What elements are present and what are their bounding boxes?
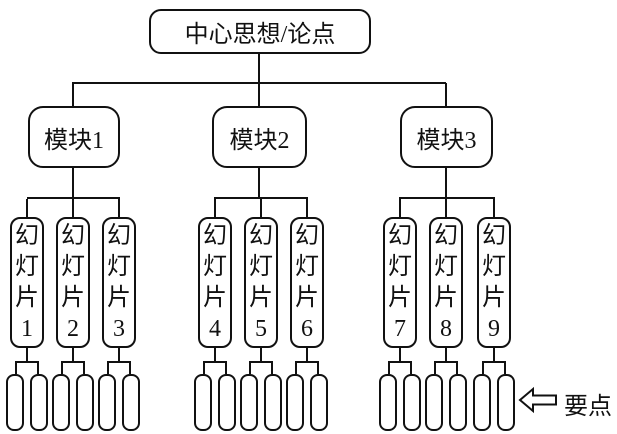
connector-slide3-tee (107, 361, 131, 363)
connector-slide8-tee (434, 361, 458, 363)
connector-slide9-keypoints (493, 348, 495, 361)
connector-slide2-tee (61, 361, 85, 363)
connector-module1-down (72, 168, 74, 198)
connector-slide2-bar1-drop (61, 363, 63, 374)
connector-slide6-tee (295, 361, 319, 363)
slide-node-1: 幻灯片1 (10, 217, 44, 348)
connector-slide1-bar1-drop (15, 363, 17, 374)
connector-module3-down (445, 168, 447, 198)
keypoint-bar (98, 374, 116, 431)
connector-slide4-bar2-drop (225, 363, 227, 374)
connector-slide7-drop (399, 199, 401, 217)
connector-slide4-tee (203, 361, 227, 363)
legend-label: 要点 (564, 394, 612, 420)
connector-slide8-bar2-drop (456, 363, 458, 374)
left-block-arrow-icon (518, 386, 557, 414)
module-node-1-label: 模块1 (44, 127, 104, 154)
module-node-1: 模块1 (28, 106, 120, 168)
connector-slide9-bar1-drop (482, 363, 484, 374)
connector-slide2-keypoints (72, 348, 74, 361)
connector-slide7-keypoints (399, 348, 401, 361)
slide-node-3: 幻灯片3 (102, 217, 136, 348)
keypoint-bar (240, 374, 258, 431)
connector-slide8-drop (445, 199, 447, 217)
connector-slide9-tee (482, 361, 506, 363)
connector-slide8-keypoints (445, 348, 447, 361)
connector-modules-bus (72, 82, 446, 84)
connector-slide4-keypoints (214, 348, 216, 361)
connector-group1-bus (27, 197, 120, 199)
connector-slide4-drop (214, 199, 216, 217)
connector-slide3-drop (118, 199, 120, 217)
keypoint-bar (286, 374, 304, 431)
connector-slide3-bar1-drop (107, 363, 109, 374)
connector-slide1-bar2-drop (37, 363, 39, 374)
connector-slide9-drop (493, 199, 495, 217)
slide-node-4: 幻灯片4 (198, 217, 232, 348)
keypoint-bar (194, 374, 212, 431)
connector-slide7-bar1-drop (388, 363, 390, 374)
connector-slide5-tee (249, 361, 273, 363)
connector-module1-drop (72, 83, 74, 106)
slide-node-7: 幻灯片7 (383, 217, 417, 348)
slide-node-5: 幻灯片5 (244, 217, 278, 348)
keypoint-bar (30, 374, 48, 431)
connector-slide5-bar2-drop (271, 363, 273, 374)
keypoint-bar (218, 374, 236, 431)
keypoint-bar (264, 374, 282, 431)
connector-slide7-tee (388, 361, 412, 363)
connector-slide2-drop (72, 199, 74, 217)
connector-slide1-tee (15, 361, 39, 363)
module-node-2-label: 模块2 (229, 127, 290, 154)
keypoint-bar (76, 374, 94, 431)
root-node-label: 中心思想/论点 (184, 22, 336, 48)
connector-slide6-drop (306, 199, 308, 217)
keypoint-bar (379, 374, 397, 431)
connector-slide5-drop (260, 199, 262, 217)
connector-slide4-bar1-drop (203, 363, 205, 374)
module-node-2: 模块2 (212, 106, 307, 168)
root-node: 中心思想/论点 (149, 9, 371, 54)
keypoint-bar (449, 374, 467, 431)
connector-slide6-bar1-drop (295, 363, 297, 374)
connector-group2-bus (214, 197, 308, 199)
keypoint-bar (52, 374, 70, 431)
connector-slide5-keypoints (260, 348, 262, 361)
slide-node-2: 幻灯片2 (56, 217, 90, 348)
connector-slide7-bar2-drop (410, 363, 412, 374)
module-node-3: 模块3 (400, 106, 493, 168)
connector-slide1-keypoints (26, 348, 28, 361)
keypoint-bar (425, 374, 443, 431)
connector-slide5-bar1-drop (249, 363, 251, 374)
keypoint-bar (473, 374, 491, 431)
connector-slide1-drop (26, 199, 28, 217)
keypoint-bar (310, 374, 328, 431)
connector-group3-bus (399, 197, 495, 199)
keypoint-bar (403, 374, 421, 431)
slide-node-8: 幻灯片8 (429, 217, 463, 348)
connector-slide2-bar2-drop (83, 363, 85, 374)
connector-slide9-bar2-drop (504, 363, 506, 374)
connector-module3-drop (445, 83, 447, 106)
connector-slide6-bar2-drop (317, 363, 319, 374)
connector-module2-down (258, 168, 260, 198)
module-node-3-label: 模块3 (416, 127, 477, 154)
keypoint-bar (497, 374, 515, 431)
connector-slide3-bar2-drop (129, 363, 131, 374)
connector-slide6-keypoints (306, 348, 308, 361)
connector-slide3-keypoints (118, 348, 120, 361)
connector-slide8-bar1-drop (434, 363, 436, 374)
keypoint-bar (6, 374, 24, 431)
slide-node-9: 幻灯片9 (477, 217, 511, 348)
connector-root-down (258, 54, 260, 106)
slide-node-6: 幻灯片6 (290, 217, 324, 348)
keypoint-bar (122, 374, 140, 431)
